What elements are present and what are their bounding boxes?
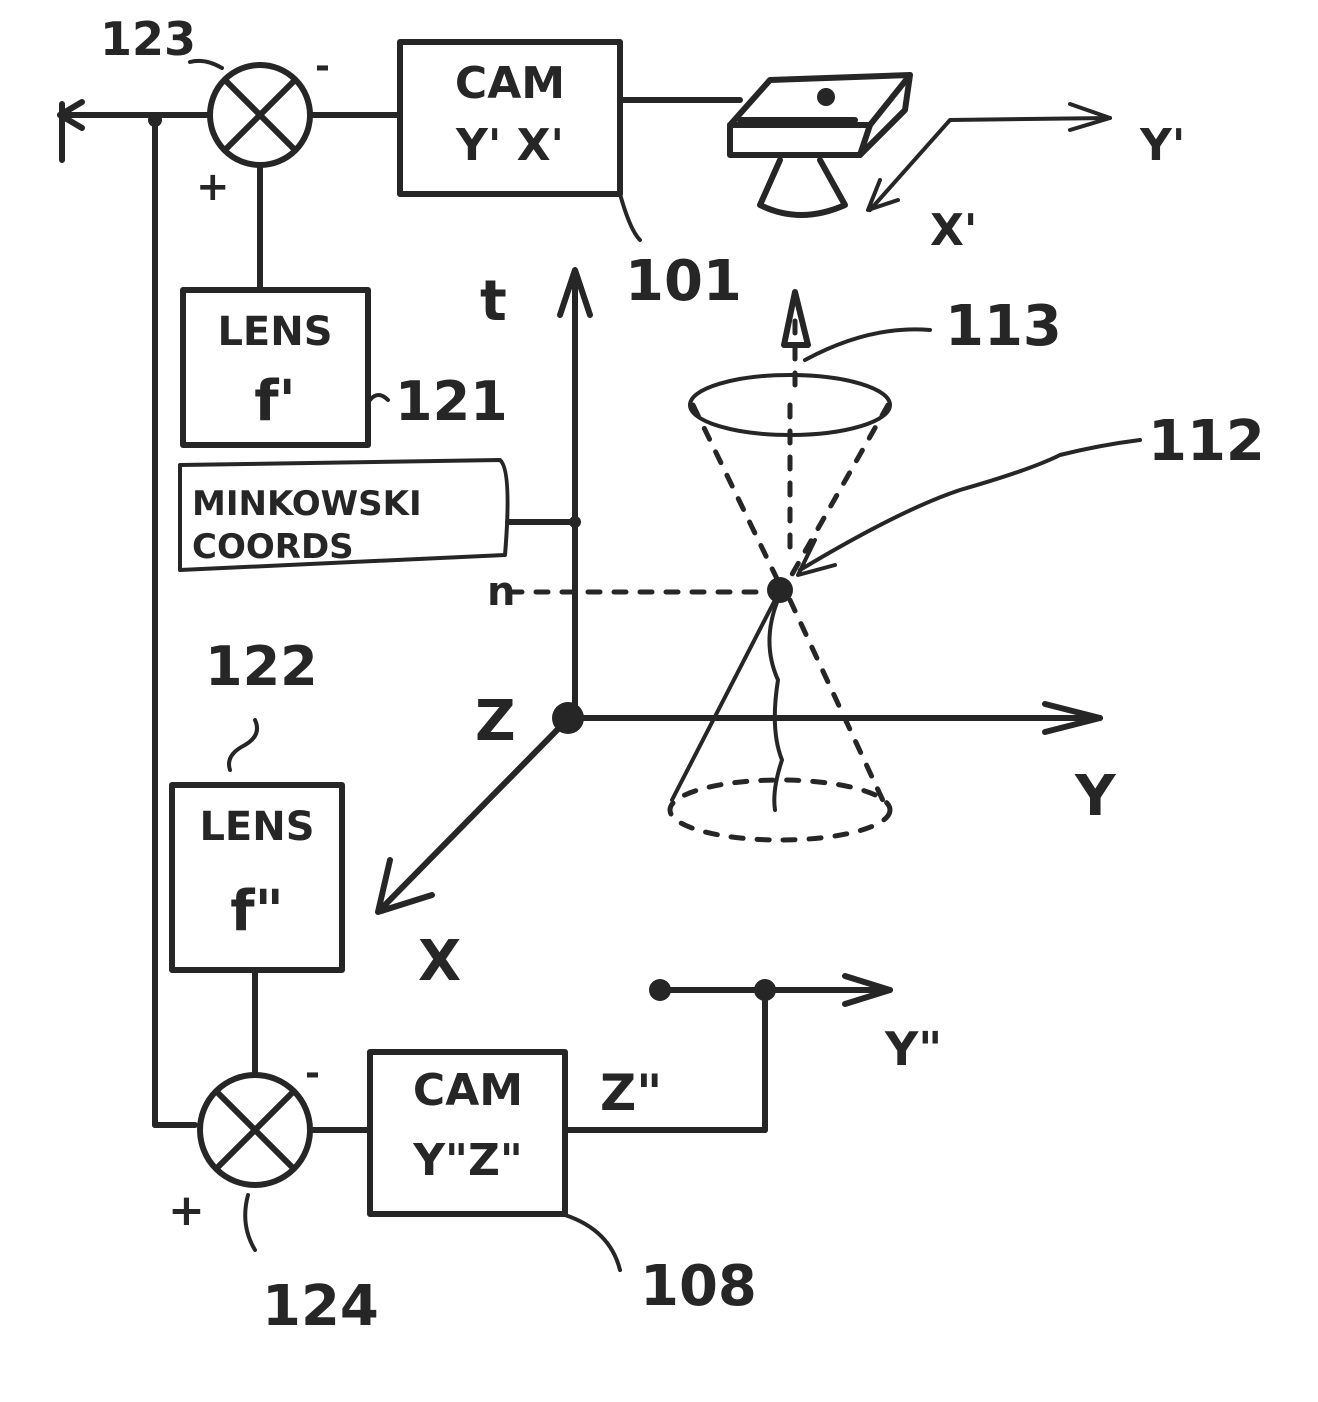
summing-junction-top: - + 123 — [100, 12, 330, 293]
summing-junction-bottom: - + 124 — [168, 1053, 379, 1339]
event-point — [767, 577, 793, 603]
minkowski-line1: MINKOWSKI — [192, 484, 422, 524]
camera-icon — [727, 72, 913, 218]
ref-121: 121 — [395, 370, 508, 433]
axis-x-label: X — [418, 929, 461, 994]
ref-122: 122 — [205, 635, 318, 698]
camera-axes-bottom: Z" Y" — [562, 973, 942, 1133]
lens1-focal: f' — [254, 369, 296, 434]
lens-block-122: 122 LENS f" — [169, 635, 345, 1078]
label-y-double: Y" — [884, 1022, 942, 1076]
cam1-axes: Y' X' — [455, 120, 564, 171]
cam2-title: CAM — [413, 1065, 523, 1116]
top-signal-path — [57, 97, 743, 1128]
ref-112: 112 — [1148, 409, 1265, 474]
spacetime-axes: t Y X Z n — [375, 267, 1117, 994]
junction-bottom-plus: + — [168, 1185, 205, 1236]
label-x-prime: X' — [930, 205, 977, 256]
axis-t-label: t — [480, 269, 507, 334]
ref-101: 101 — [625, 249, 742, 314]
axis-z-label: Z — [475, 689, 516, 754]
cam2-axes: Y"Z" — [412, 1135, 523, 1186]
origin-point — [552, 702, 584, 734]
label-y-prime: Y' — [1139, 120, 1185, 171]
event-pointer-112: 112 — [796, 409, 1265, 577]
lens1-title: LENS — [217, 309, 332, 355]
minkowski-coords-block: MINKOWSKI COORDS — [178, 458, 581, 572]
ref-113: 113 — [945, 294, 1062, 359]
minkowski-line2: COORDS — [192, 527, 354, 567]
camera-block-101: CAM Y' X' 101 — [397, 39, 742, 314]
light-cone-113: 113 — [667, 289, 1062, 843]
label-n: n — [487, 569, 515, 615]
branch-node — [148, 113, 162, 127]
camera-block-108: CAM Y"Z" 108 — [367, 1049, 757, 1319]
ref-108: 108 — [640, 1254, 757, 1319]
lens2-title: LENS — [199, 804, 314, 850]
camera-axes-top: Y' X' — [866, 102, 1185, 256]
junction-top-minus: - — [315, 46, 330, 87]
cam1-title: CAM — [455, 58, 565, 109]
label-z-double: Z" — [600, 1064, 662, 1122]
junction-top-plus: + — [196, 164, 230, 210]
lens2-focal: f" — [230, 879, 284, 944]
junction-bottom-minus: - — [305, 1053, 320, 1094]
lens-block-121: LENS f' 121 — [180, 287, 508, 448]
ref-123: 123 — [100, 12, 196, 66]
axis-y-label: Y — [1074, 764, 1117, 829]
ref-124: 124 — [262, 1274, 379, 1339]
